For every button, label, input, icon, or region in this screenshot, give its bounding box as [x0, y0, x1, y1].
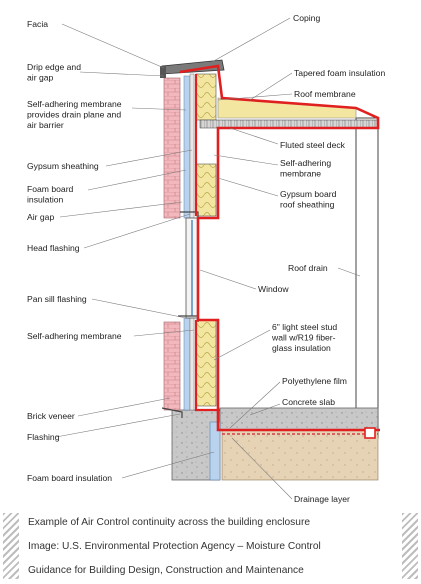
brick-veneer-lower	[163, 321, 181, 411]
label-gypsum-roof-sheathing: Gypsum board roof sheathing	[280, 189, 339, 210]
foam-board-upper	[183, 75, 191, 219]
label-fluted-steel-deck: Fluted steel deck	[280, 140, 346, 150]
label-roof-membrane: Roof membrane	[294, 89, 356, 99]
label-facia: Facia	[27, 19, 48, 29]
labels-right: Coping Tapered foam insulation Roof memb…	[258, 13, 385, 504]
concrete-slab	[219, 407, 379, 431]
caption-line-2: Image: U.S. Environmental Protection Age…	[28, 541, 321, 552]
air-barrier-line	[179, 64, 380, 432]
label-concrete-slab: Concrete slab	[282, 397, 335, 407]
decorative-stripe-left	[3, 513, 19, 579]
caption-line-3: Guidance for Building Design, Constructi…	[28, 565, 304, 576]
label-brick-veneer: Brick veneer	[27, 411, 75, 421]
label-steel-stud-wall: 6" light steel stud wall w/R19 fiber- gl…	[271, 322, 340, 353]
roof-drain	[364, 427, 376, 439]
label-gypsum-sheathing: Gypsum sheathing	[27, 161, 99, 171]
stud-insulation-upper-2	[195, 163, 217, 217]
tapered-foam-insulation	[217, 97, 357, 119]
brick-veneer-upper	[163, 77, 181, 219]
label-foam-board-insulation-lower: Foam board insulation	[27, 473, 112, 483]
label-self-adhering-membrane: Self-adhering membrane	[27, 331, 122, 341]
foam-board-lower	[183, 317, 191, 411]
label-window: Window	[258, 284, 289, 294]
caption-line-1: Example of Air Control continuity across…	[28, 517, 311, 528]
label-polyethylene-film: Polyethylene film	[282, 376, 347, 386]
label-head-flashing: Head flashing	[27, 243, 80, 253]
air-control-diagram: Facia Drip edge and air gap Self-adherin…	[27, 13, 385, 504]
gypsum-sheathing-lower	[189, 317, 195, 411]
base-flashing	[161, 407, 183, 418]
stud-insulation-upper-1	[195, 73, 217, 121]
foam-board-below	[209, 421, 221, 481]
label-coping: Coping	[293, 13, 320, 23]
label-pan-sill-flashing: Pan sill flashing	[27, 294, 87, 304]
drip-edge	[160, 66, 166, 78]
interior-column	[355, 117, 379, 439]
labels-left: Facia Drip edge and air gap Self-adherin…	[27, 19, 124, 483]
leader-lines	[55, 17, 361, 500]
label-flashing: Flashing	[27, 432, 60, 442]
label-tapered-foam: Tapered foam insulation	[294, 68, 385, 78]
ground-fill	[221, 429, 379, 481]
head-flashing	[180, 211, 199, 218]
label-drainage-layer: Drainage layer	[294, 494, 350, 504]
label-foam-board-insulation: Foam board insulation	[27, 184, 76, 205]
building-section	[160, 59, 380, 481]
label-self-adhering-membrane-drain-plane: Self-adhering membrane provides drain pl…	[27, 99, 124, 130]
label-roof-drain: Roof drain	[288, 263, 328, 273]
air-barrier-lower	[194, 320, 220, 412]
caption-area: Example of Air Control continuity across…	[0, 505, 421, 584]
gypsum-sheathing-upper	[189, 73, 195, 219]
label-air-gap: Air gap	[27, 212, 54, 222]
label-drip-edge: Drip edge and air gap	[27, 62, 83, 83]
stud-insulation-lower	[195, 319, 217, 407]
label-self-adhering-membrane-roof: Self-adhering membrane	[280, 158, 334, 179]
decorative-stripe-right	[402, 513, 418, 579]
